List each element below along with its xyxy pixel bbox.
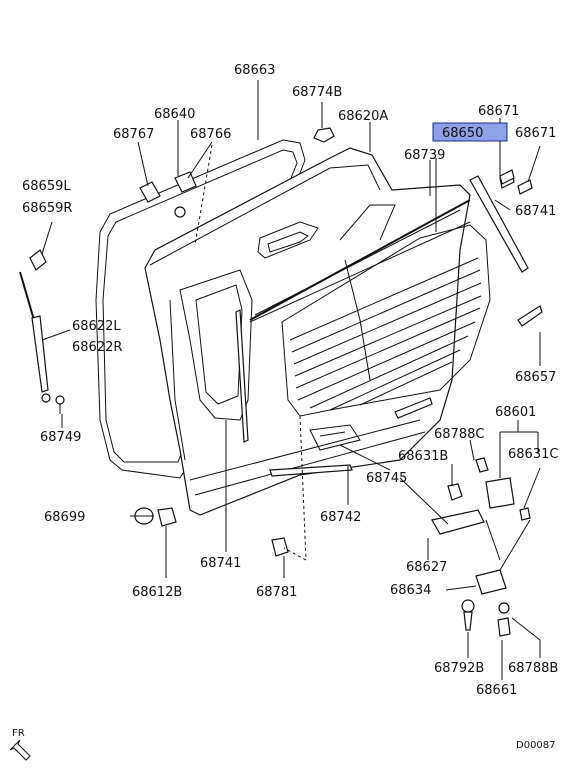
label-68781: 68781 (256, 585, 297, 600)
label-68741-top: 68741 (515, 204, 556, 219)
label-fr: FR (12, 728, 25, 739)
rear-glass-drawing (249, 199, 491, 417)
label-68699: 68699 (44, 510, 85, 525)
label-68788c: 68788C (434, 427, 484, 442)
molding-drawings (235, 175, 543, 477)
label-68601: 68601 (495, 405, 536, 420)
label-68745: 68745 (366, 471, 407, 486)
label-68774b: 68774B (292, 85, 342, 100)
label-68612b: 68612B (132, 585, 182, 600)
label-68741-bottom: 68741 (200, 556, 241, 571)
label-68622r: 68622R (72, 340, 122, 355)
label-68631c: 68631C (508, 447, 558, 462)
label-68650-highlight (432, 122, 508, 142)
label-68742: 68742 (320, 510, 361, 525)
label-68659r: 68659R (22, 201, 72, 216)
label-68640: 68640 (154, 107, 195, 122)
label-68661: 68661 (476, 683, 517, 698)
small-parts (19, 127, 533, 637)
label-68739: 68739 (404, 148, 445, 163)
label-68663: 68663 (234, 63, 275, 78)
label-68792b: 68792B (434, 661, 484, 676)
label-68650: 68650 (442, 126, 483, 141)
leader-lines (41, 80, 541, 680)
label-68671-right: 68671 (515, 126, 556, 141)
label-68788b: 68788B (508, 661, 558, 676)
fr-arrow-icon (9, 739, 31, 761)
weatherstrip-drawing (95, 139, 306, 479)
label-68657: 68657 (515, 370, 556, 385)
label-68767: 68767 (113, 127, 154, 142)
diagram-code: D00087 (516, 740, 556, 751)
label-68627: 68627 (406, 560, 447, 575)
label-68622l: 68622L (72, 319, 121, 334)
label-68766: 68766 (190, 127, 231, 142)
label-68620a: 68620A (338, 109, 388, 124)
label-68631b: 68631B (398, 449, 448, 464)
label-68671-top: 68671 (478, 104, 519, 119)
label-68634: 68634 (390, 583, 431, 598)
label-68749: 68749 (40, 430, 81, 445)
label-68659l: 68659L (22, 179, 71, 194)
